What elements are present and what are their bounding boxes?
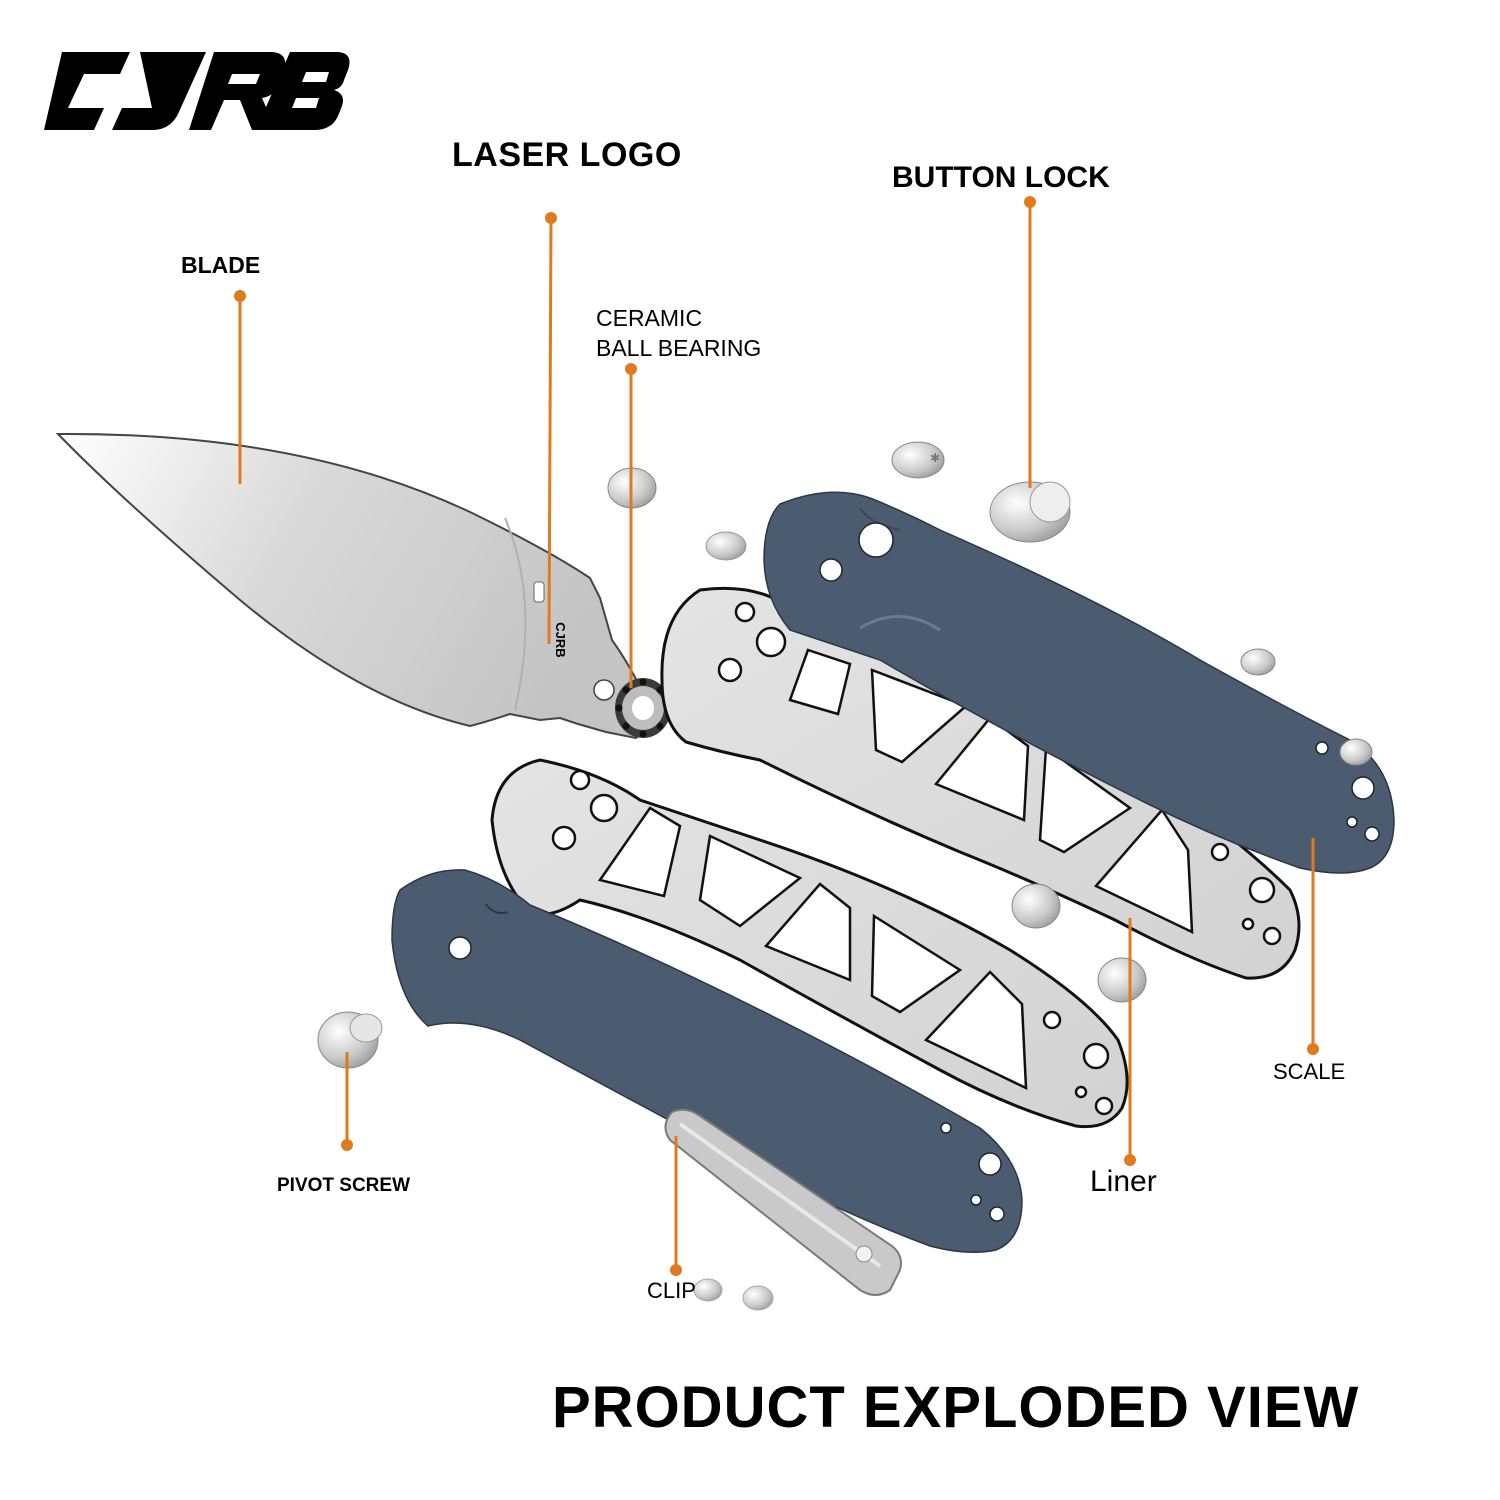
torx-screw-right [1240, 648, 1276, 676]
label-liner: Liner [1090, 1165, 1157, 1198]
front-scale [391, 869, 1023, 1253]
back-scale [763, 491, 1395, 874]
leader-lines [234, 196, 1319, 1276]
leader-ceramic-bearing [625, 363, 637, 688]
leader-liner [1124, 918, 1136, 1166]
spacer-standoff-2 [1097, 957, 1147, 1003]
spacer-standoff-1 [1011, 883, 1061, 929]
label-ceramic-ball-bearing: CERAMIC BALL BEARING [596, 303, 761, 363]
label-button-lock: BUTTON LOCK [892, 161, 1110, 194]
leader-scale [1307, 838, 1319, 1055]
front-liner [490, 758, 1129, 1129]
ceramic-ball-bearing [615, 678, 671, 738]
leader-blade [234, 290, 246, 484]
label-blade: BLADE [181, 252, 261, 278]
clip-screw-1 [693, 1278, 723, 1302]
label-clip: CLIP [647, 1278, 696, 1303]
torx-screw-tail [1339, 738, 1373, 766]
clip-screw-2 [742, 1285, 774, 1311]
pocket-clip [664, 1108, 902, 1296]
label-ceramic-line1: CERAMIC [596, 305, 703, 331]
label-laser-logo: LASER LOGO [452, 136, 682, 174]
pivot-screw-part [317, 1011, 383, 1069]
blade-etch: CJRB [553, 622, 568, 657]
page-title: PRODUCT EXPLODED VIEW [552, 1375, 1360, 1440]
label-scale: SCALE [1273, 1059, 1346, 1084]
leader-pivot-screw [341, 1052, 353, 1151]
back-liner [660, 586, 1301, 980]
leader-clip [670, 1136, 682, 1276]
cjrb-logo [44, 52, 350, 130]
leader-button-lock [1024, 196, 1036, 488]
label-pivot-screw: PIVOT SCREW [277, 1175, 411, 1196]
svg-text:✱: ✱ [930, 451, 940, 465]
button-lock-part [989, 481, 1071, 543]
label-ceramic-line2: BALL BEARING [596, 335, 762, 361]
torx-screw-top: ✱ [891, 441, 945, 479]
leader-laser-logo [545, 212, 557, 645]
blade: CJRB [55, 432, 649, 740]
spacer-pin [705, 531, 747, 561]
